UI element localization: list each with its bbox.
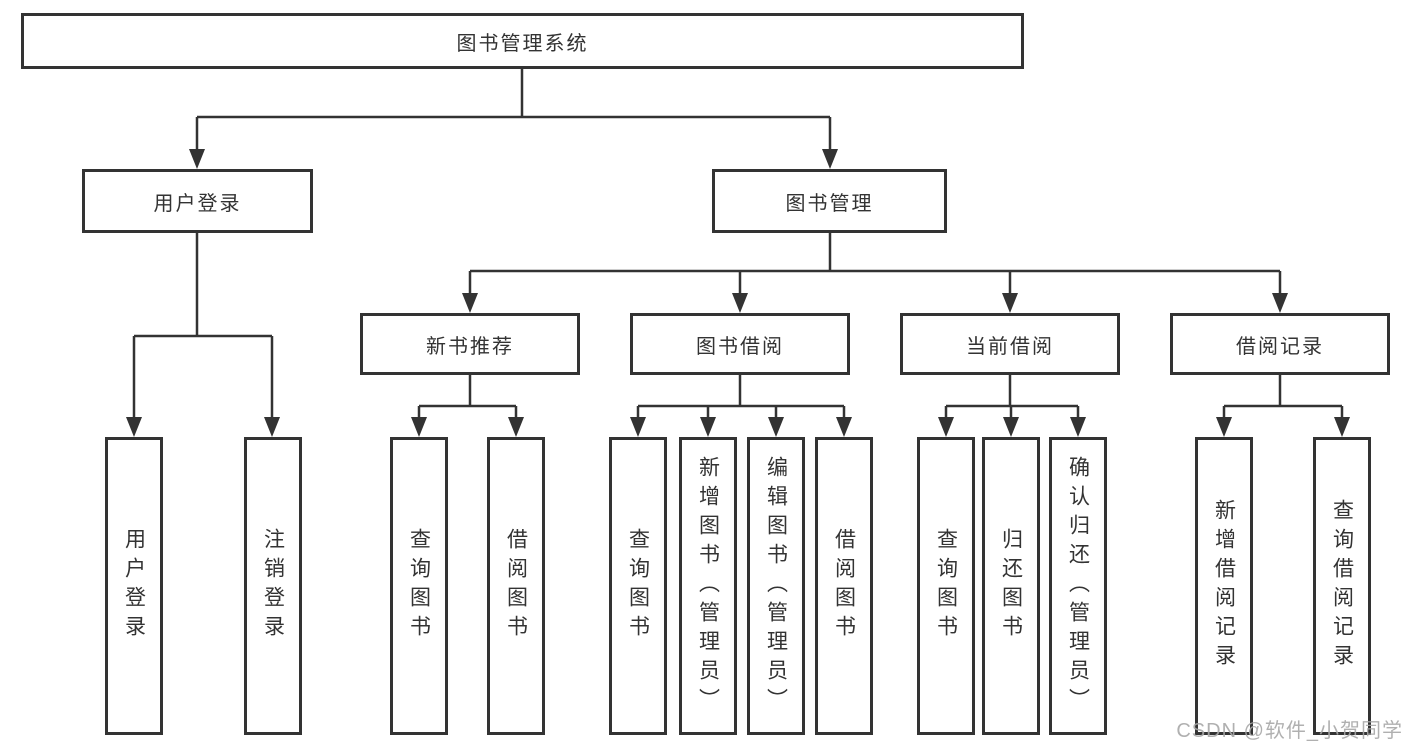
leaf-query-books-borrow: 查询图书 <box>609 437 667 735</box>
leaf-return-books: 归还图书 <box>982 437 1040 735</box>
leaf-query-books-recommend: 查询图书 <box>390 437 448 735</box>
leaf-logout-label: 注销登录 <box>261 528 285 644</box>
node-book-management: 图书管理 <box>712 169 947 233</box>
leaf-user-login-label: 用户登录 <box>122 528 146 644</box>
leaf-query-books-recommend-label: 查询图书 <box>407 528 431 644</box>
node-current-borrow-label: 当前借阅 <box>966 335 1054 358</box>
leaf-add-borrow-record-label: 新增借阅记录 <box>1212 499 1236 673</box>
leaf-edit-books-admin-label: 编辑图书（管理员） <box>764 455 788 717</box>
node-book-borrow-label: 图书借阅 <box>696 335 784 358</box>
node-book-management-label: 图书管理 <box>785 192 874 215</box>
node-new-book-recommend: 新书推荐 <box>360 313 580 375</box>
leaf-add-books-admin: 新增图书（管理员） <box>679 437 737 735</box>
leaf-borrow-books: 借阅图书 <box>815 437 873 735</box>
leaf-query-books-current-label: 查询图书 <box>934 528 958 644</box>
leaf-borrow-books-recommend: 借阅图书 <box>487 437 545 735</box>
csdn-watermark: CSDN @软件_小贺同学 <box>1176 720 1403 742</box>
node-user-login-label: 用户登录 <box>153 192 242 215</box>
leaf-add-books-admin-label: 新增图书（管理员） <box>696 455 720 717</box>
leaf-add-borrow-record: 新增借阅记录 <box>1195 437 1253 735</box>
node-root-system-label: 图书管理系统 <box>456 32 589 55</box>
leaf-edit-books-admin: 编辑图书（管理员） <box>747 437 805 735</box>
node-borrow-records-label: 借阅记录 <box>1236 335 1324 358</box>
leaf-logout: 注销登录 <box>244 437 302 735</box>
leaf-query-books-borrow-label: 查询图书 <box>626 528 650 644</box>
node-root-system: 图书管理系统 <box>21 13 1024 69</box>
leaf-confirm-return-admin-label: 确认归还（管理员） <box>1066 455 1090 717</box>
leaf-borrow-books-label: 借阅图书 <box>832 528 856 644</box>
leaf-query-borrow-record-label: 查询借阅记录 <box>1330 499 1354 673</box>
leaf-borrow-books-recommend-label: 借阅图书 <box>504 528 528 644</box>
node-current-borrow: 当前借阅 <box>900 313 1120 375</box>
leaf-query-books-current: 查询图书 <box>917 437 975 735</box>
leaf-confirm-return-admin: 确认归还（管理员） <box>1049 437 1107 735</box>
leaf-return-books-label: 归还图书 <box>999 528 1023 644</box>
leaf-query-borrow-record: 查询借阅记录 <box>1313 437 1371 735</box>
node-new-book-recommend-label: 新书推荐 <box>426 335 514 358</box>
node-borrow-records: 借阅记录 <box>1170 313 1390 375</box>
node-book-borrow: 图书借阅 <box>630 313 850 375</box>
node-user-login: 用户登录 <box>82 169 313 233</box>
leaf-user-login: 用户登录 <box>105 437 163 735</box>
